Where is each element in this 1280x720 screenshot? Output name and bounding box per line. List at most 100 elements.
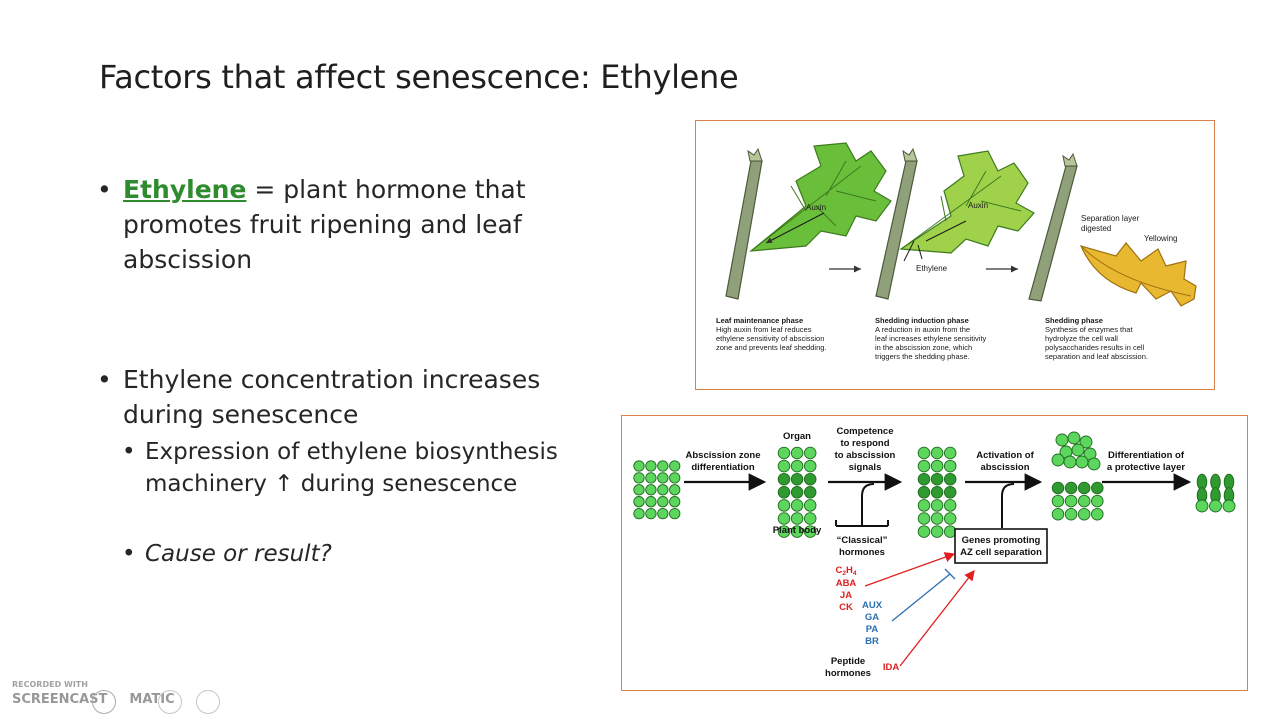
bullet-text: = plant hormone that promotes fruit ripe…: [123, 175, 526, 274]
cell-cluster-initial: [633, 460, 681, 520]
cell: [917, 512, 931, 525]
cell: [1051, 453, 1065, 467]
cell: [1077, 481, 1091, 495]
record-icon: [92, 690, 116, 714]
cell: [803, 446, 817, 460]
bullet-ethylene-definition: • Ethylene = plant hormone that promotes…: [97, 172, 567, 277]
cell: [1077, 494, 1091, 508]
caption-phase2-line: triggers the shedding phase.: [875, 352, 970, 361]
more-icon: [196, 690, 220, 714]
label-organ: Organ: [783, 431, 811, 442]
stem-maintenance: [725, 147, 763, 300]
cell: [790, 459, 804, 473]
cell: [1051, 507, 1065, 521]
cell: [1075, 455, 1089, 469]
label-az-diff-1: Abscission zone: [686, 450, 761, 461]
cell: [930, 486, 944, 499]
label-protective-1: Differentiation of: [1108, 450, 1185, 461]
label-auxin-2: Auxin: [968, 201, 988, 210]
zoom-icon: [158, 690, 182, 714]
label-competence-1: Competence: [836, 426, 893, 437]
cell: [790, 472, 804, 486]
caption-phase1-title: Leaf maintenance phase: [716, 316, 803, 325]
label-activation-2: abscission: [980, 462, 1029, 473]
cell: [1195, 499, 1209, 513]
cell: [930, 512, 944, 525]
cell: [657, 496, 669, 508]
subbullet-text: Cause or result?: [145, 541, 332, 567]
cell: [943, 486, 957, 499]
cell: [930, 472, 944, 486]
label-yellowing: Yellowing: [1144, 234, 1178, 243]
cell: [633, 507, 645, 520]
bullet-text: Ethylene concentration increases during …: [123, 365, 541, 429]
cell: [1051, 481, 1065, 495]
cell: [1064, 494, 1078, 508]
caption-phase1-line: ethylene sensitivity of abscission: [716, 334, 824, 343]
cell: [633, 472, 645, 484]
cell: [657, 507, 669, 520]
cell: [917, 525, 931, 538]
cell: [803, 499, 817, 512]
caption-phase2-line: in the abscission zone, which: [875, 343, 972, 352]
cell: [1064, 481, 1078, 495]
cell: [777, 459, 791, 473]
cell: [645, 472, 657, 484]
abscission-pathway-figure: Genes promoting AZ cell separation Absci…: [621, 415, 1248, 691]
cell: [633, 460, 645, 472]
caption-phase2-line: leaf increases ethylene sensitivity: [875, 334, 987, 343]
cell: [1067, 431, 1081, 445]
bullet-marker: •: [97, 365, 112, 394]
caption-phase3-title: Shedding phase: [1045, 316, 1103, 325]
caption-phase3-line: Synthesis of enzymes that: [1045, 325, 1133, 334]
bullet-concentration: • Ethylene concentration increases durin…: [97, 362, 567, 432]
label-peptide-2: hormones: [825, 668, 871, 679]
label-classical-1: “Classical”: [837, 535, 888, 546]
cell: [803, 486, 817, 499]
cell: [645, 484, 657, 496]
cell: [930, 446, 944, 460]
arrow-ida-promote: [899, 569, 975, 667]
cell: [777, 525, 791, 538]
cell-cluster-protective: [1195, 473, 1236, 513]
subbullet-expression: • Expression of ethylene biosynthesis ma…: [122, 436, 565, 500]
slide-title: Factors that affect senescence: Ethylene: [99, 58, 739, 96]
cell-cluster-competent: [917, 446, 957, 538]
cell: [1055, 433, 1069, 447]
cell-cluster-separated: [1051, 431, 1104, 521]
bullet-marker: •: [122, 541, 136, 567]
cell: [917, 499, 931, 512]
cell: [917, 472, 931, 486]
leaf-yellow: [1079, 242, 1197, 307]
cell: [803, 459, 817, 473]
cell: [777, 486, 791, 499]
abscission-pathway-diagram: Genes promoting AZ cell separation Absci…: [633, 426, 1236, 679]
cell: [1063, 455, 1077, 469]
cell: [1209, 499, 1222, 513]
cell: [917, 459, 931, 473]
label-competence-3: to abscission: [835, 450, 896, 461]
leaf-green-2: [899, 150, 1035, 262]
cell: [803, 512, 817, 525]
cell: [790, 446, 804, 460]
cell: [1091, 494, 1104, 508]
label-ethylene: Ethylene: [916, 264, 948, 273]
cell: [645, 460, 657, 472]
label-c2h4: C2H4: [836, 565, 857, 577]
arrow-classical-promote: [864, 552, 956, 587]
cell: [669, 460, 681, 472]
label-ga: GA: [865, 612, 879, 623]
label-classical-2: hormones: [839, 547, 885, 558]
cell: [669, 507, 681, 520]
label-ja: JA: [840, 590, 852, 601]
cell: [803, 525, 817, 538]
caption-phase1-line: High auxin from leaf reduces: [716, 325, 812, 334]
cell: [645, 496, 657, 508]
label-separation-layer: Separation layer: [1081, 214, 1140, 223]
cell: [943, 472, 957, 486]
label-peptide-1: Peptide: [831, 656, 865, 667]
label-separation-digested: digested: [1081, 224, 1111, 233]
cell: [777, 472, 791, 486]
genes-label-1: Genes promoting: [962, 535, 1041, 546]
cell: [1091, 507, 1104, 521]
